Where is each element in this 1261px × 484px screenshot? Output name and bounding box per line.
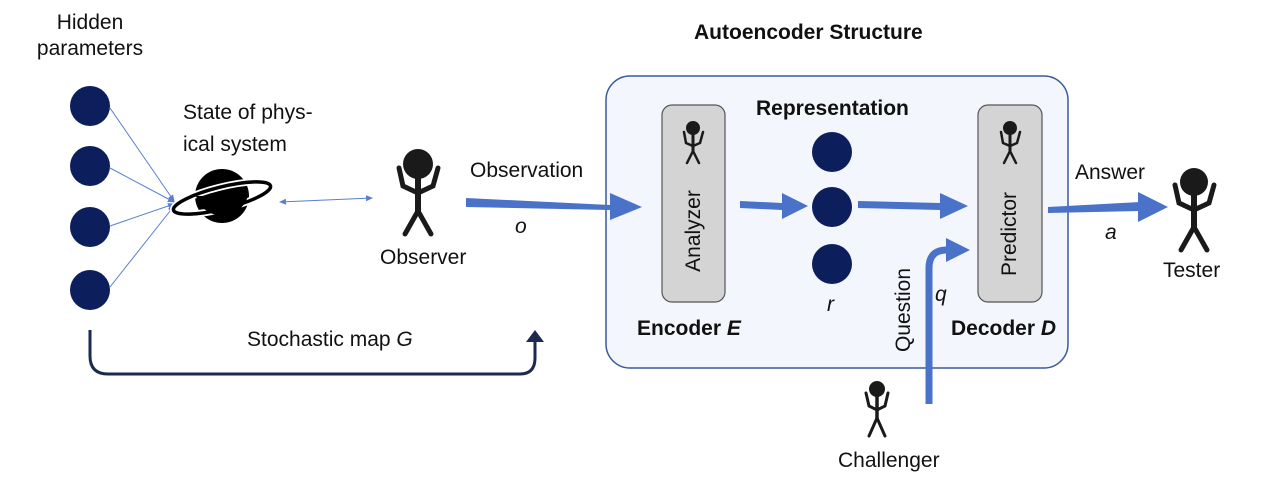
hidden-node: [70, 207, 110, 247]
hidden-to-state-arrow: [109, 107, 175, 202]
hidden-parameters-label: Hidden parameters: [20, 10, 160, 62]
hidden-parameters-line2: parameters: [36, 37, 144, 60]
representation-node: [812, 244, 852, 284]
representation-node: [812, 132, 852, 172]
encoder-output-arrow: [740, 193, 808, 219]
analyzer-figure-icon: [682, 121, 705, 165]
question-arrow: [925, 238, 970, 404]
representation-symbol: r: [827, 293, 834, 316]
stochastic-map-label: Stochastic map G: [247, 327, 413, 353]
stochastic-map-arrow: [88, 330, 544, 376]
answer-symbol: a: [1105, 221, 1117, 244]
challenger-label: Challenger: [838, 449, 940, 472]
planet-icon: [169, 169, 275, 223]
tester-label: Tester: [1163, 259, 1221, 282]
observer-figure-icon: [396, 149, 441, 237]
decoder-label: Decoder D: [951, 316, 1056, 342]
question-label: Question: [892, 267, 915, 353]
predictor-label: Predictor: [998, 191, 1021, 277]
hidden-parameters-line1: Hidden: [56, 11, 124, 34]
diagram-title: Autoencoder Structure: [694, 21, 923, 44]
hidden-to-state-arrow: [109, 167, 175, 203]
encoder-symbol: E: [726, 317, 741, 340]
analyzer-label: Analyzer: [682, 190, 705, 272]
encoder-label: Encoder E: [637, 316, 741, 342]
state-label: State of phys- ical system: [183, 100, 313, 158]
observation-symbol: o: [515, 215, 527, 238]
state-observer-arrow: [279, 195, 373, 205]
stochastic-map-symbol: G: [396, 328, 413, 351]
answer-label: Answer: [1075, 161, 1146, 184]
hidden-node: [70, 146, 110, 186]
state-line1: State of phys-: [183, 101, 313, 124]
representation-label: Representation: [756, 97, 909, 120]
hidden-node: [70, 86, 110, 126]
representation-node: [812, 187, 852, 227]
hidden-to-state-arrow: [109, 205, 175, 288]
encoder-word: Encoder: [637, 317, 722, 340]
decoder-word: Decoder: [951, 317, 1036, 340]
answer-arrow: [1048, 192, 1168, 222]
tester-figure-icon: [1172, 168, 1217, 253]
stochastic-map-text: Stochastic map: [247, 328, 391, 351]
representation-to-decoder-arrow: [858, 193, 968, 219]
observer-label: Observer: [380, 246, 467, 269]
observation-label: Observation: [470, 159, 584, 182]
predictor-box: [977, 104, 1043, 303]
challenger-figure-icon: [864, 381, 890, 438]
hidden-node: [70, 270, 110, 310]
decoder-symbol: D: [1040, 317, 1057, 340]
observation-arrow: [466, 193, 642, 220]
state-line2: ical system: [183, 133, 287, 156]
analyzer-box: [661, 104, 726, 303]
predictor-figure-icon: [999, 121, 1022, 165]
hidden-to-state-arrow: [109, 203, 175, 227]
question-symbol: q: [935, 283, 947, 306]
